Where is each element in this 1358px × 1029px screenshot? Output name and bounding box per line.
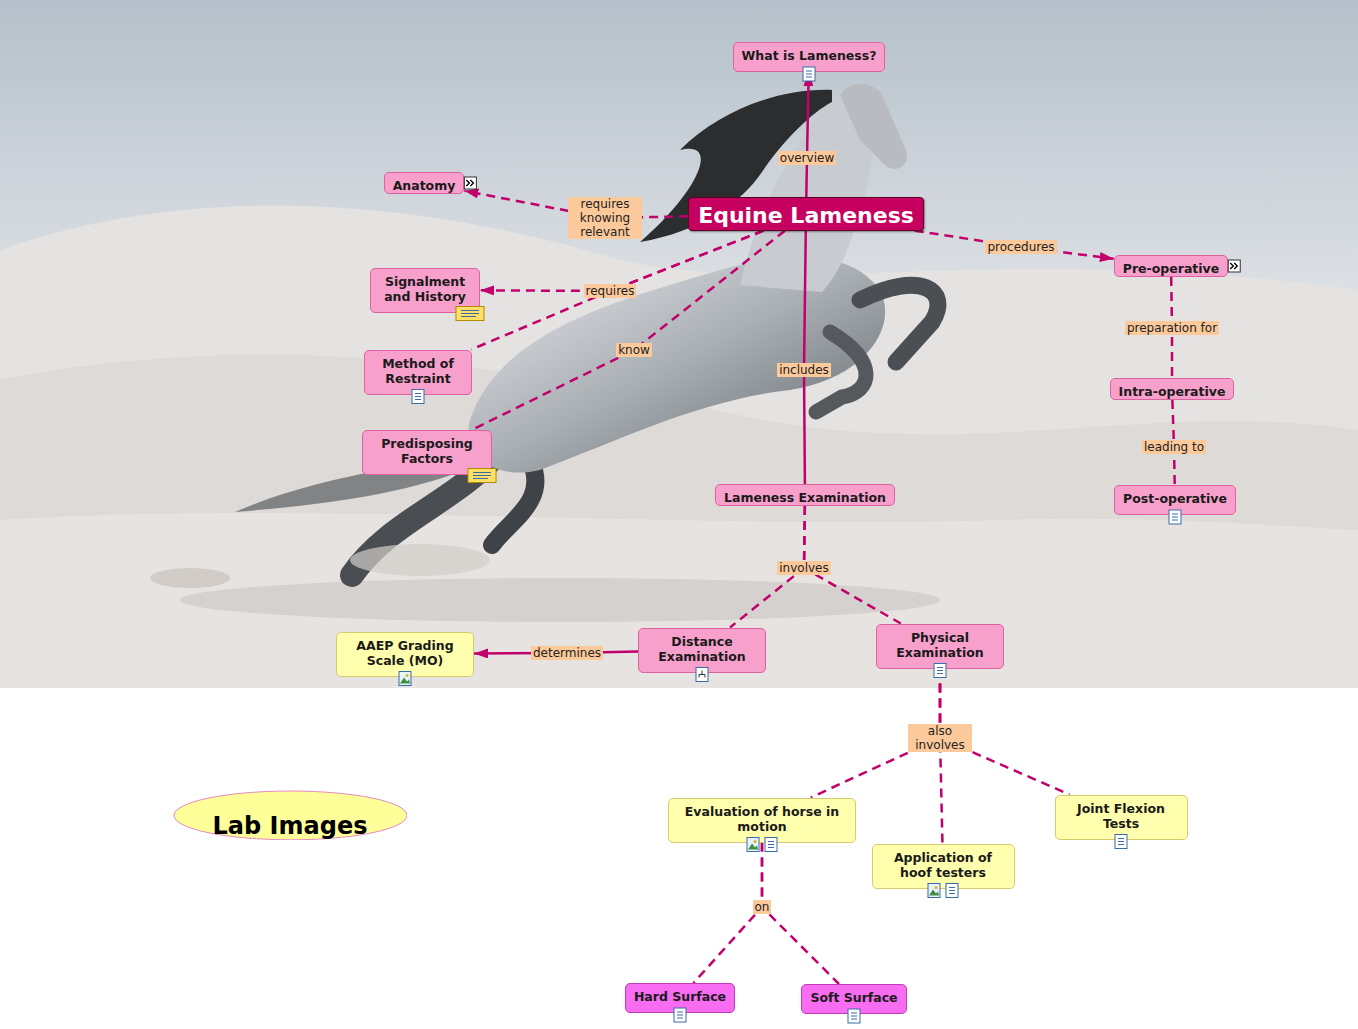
connector (762, 843, 839, 985)
connector (804, 231, 806, 484)
doc-icon (412, 390, 424, 404)
linking-phrase: requires (584, 284, 637, 298)
node-text: Pre-operative (1123, 261, 1220, 276)
img-icon (747, 838, 759, 852)
node-text: Joint Flexion Tests (1064, 801, 1179, 831)
node-text: Application of hoof testers (881, 850, 1006, 880)
node-text: Post-operative (1123, 491, 1227, 506)
node-text: Distance Examination (647, 634, 757, 664)
concept-box: Hard Surface (625, 983, 735, 1013)
node-text: Physical Examination (885, 630, 995, 660)
concept-box: Distance Examination (638, 628, 766, 673)
img-icon (399, 672, 411, 686)
tree-icon (696, 668, 708, 682)
doc-icon (1115, 835, 1127, 849)
more-icon (464, 177, 476, 189)
node-text: Evaluation of horse in motion (677, 804, 847, 834)
dune (0, 206, 1358, 688)
linking-phrase: also involves (908, 724, 972, 752)
horse-head (840, 84, 907, 169)
linking-phrase: procedures (985, 240, 1056, 254)
doc-icon (1169, 510, 1181, 524)
concept-box: Joint Flexion Tests (1055, 795, 1188, 840)
note-icon (456, 307, 484, 321)
sky (0, 0, 1358, 688)
linking-phrase: requires knowing relevant (568, 197, 642, 239)
concept-box: Method of Restraint (364, 350, 472, 395)
concept-box: Equine Lameness (688, 197, 924, 230)
concept-box: Anatomy (384, 172, 465, 194)
horse-leg (860, 285, 938, 362)
concept-box: AAEP Grading Scale (MO) (336, 632, 474, 677)
node-text: Lameness Examination (724, 490, 886, 505)
dust (350, 544, 490, 576)
horse-photo (0, 0, 1358, 688)
linking-phrase: overview (778, 151, 836, 165)
concept-box: Physical Examination (876, 624, 1004, 669)
node-text: Equine Lameness (698, 203, 914, 229)
concept-box: Lameness Examination (715, 484, 895, 506)
concept-box: Soft Surface (801, 984, 906, 1014)
connector (471, 231, 763, 350)
doc-icon (765, 838, 777, 852)
linking-phrase: on (753, 900, 772, 914)
linking-phrase: preparation for (1125, 321, 1219, 335)
doc-icon (946, 884, 958, 898)
concept-box: Intra-operative (1110, 378, 1235, 400)
node-text: Signalment and History (379, 274, 471, 304)
concept-box: What is Lameness? (733, 42, 886, 72)
note-icon (468, 469, 496, 483)
sand (0, 513, 1358, 688)
linking-phrase: includes (777, 363, 831, 377)
connector (806, 72, 808, 197)
node-text: Intra-operative (1119, 384, 1226, 399)
doc-icon (848, 1009, 860, 1023)
concept-box: Predisposing Factors (362, 430, 492, 475)
doc-icon (934, 664, 946, 678)
concept-box: Evaluation of horse in motion (668, 798, 856, 843)
concept-box: Post-operative (1114, 485, 1236, 515)
node-text: What is Lameness? (742, 48, 877, 63)
connector (915, 231, 1114, 259)
concept-box: Signalment and History (370, 268, 480, 313)
concept-oval: Lab Images (173, 790, 408, 841)
linking-phrase: know (616, 343, 652, 357)
node-text: Anatomy (393, 178, 456, 193)
dust (150, 568, 230, 588)
concept-box: Application of hoof testers (872, 844, 1015, 889)
doc-icon (674, 1008, 686, 1022)
more-icon (1228, 260, 1240, 272)
connector (940, 669, 942, 844)
linking-phrase: leading to (1142, 440, 1206, 454)
node-text: AAEP Grading Scale (MO) (345, 638, 465, 668)
node-text: Method of Restraint (373, 356, 463, 386)
shadow (180, 578, 940, 622)
doc-icon (803, 67, 815, 81)
concept-box: Pre-operative (1114, 255, 1229, 277)
horse-leg (492, 460, 535, 545)
node-text: Lab Images (213, 812, 368, 841)
oval-shape (174, 791, 407, 840)
img-icon (928, 884, 940, 898)
node-text: Predisposing Factors (371, 436, 483, 466)
connector (473, 231, 785, 430)
node-text: Hard Surface (634, 989, 726, 1004)
linking-phrase: determines (531, 646, 603, 660)
node-text: Soft Surface (810, 990, 897, 1005)
linking-phrase: involves (777, 561, 830, 575)
